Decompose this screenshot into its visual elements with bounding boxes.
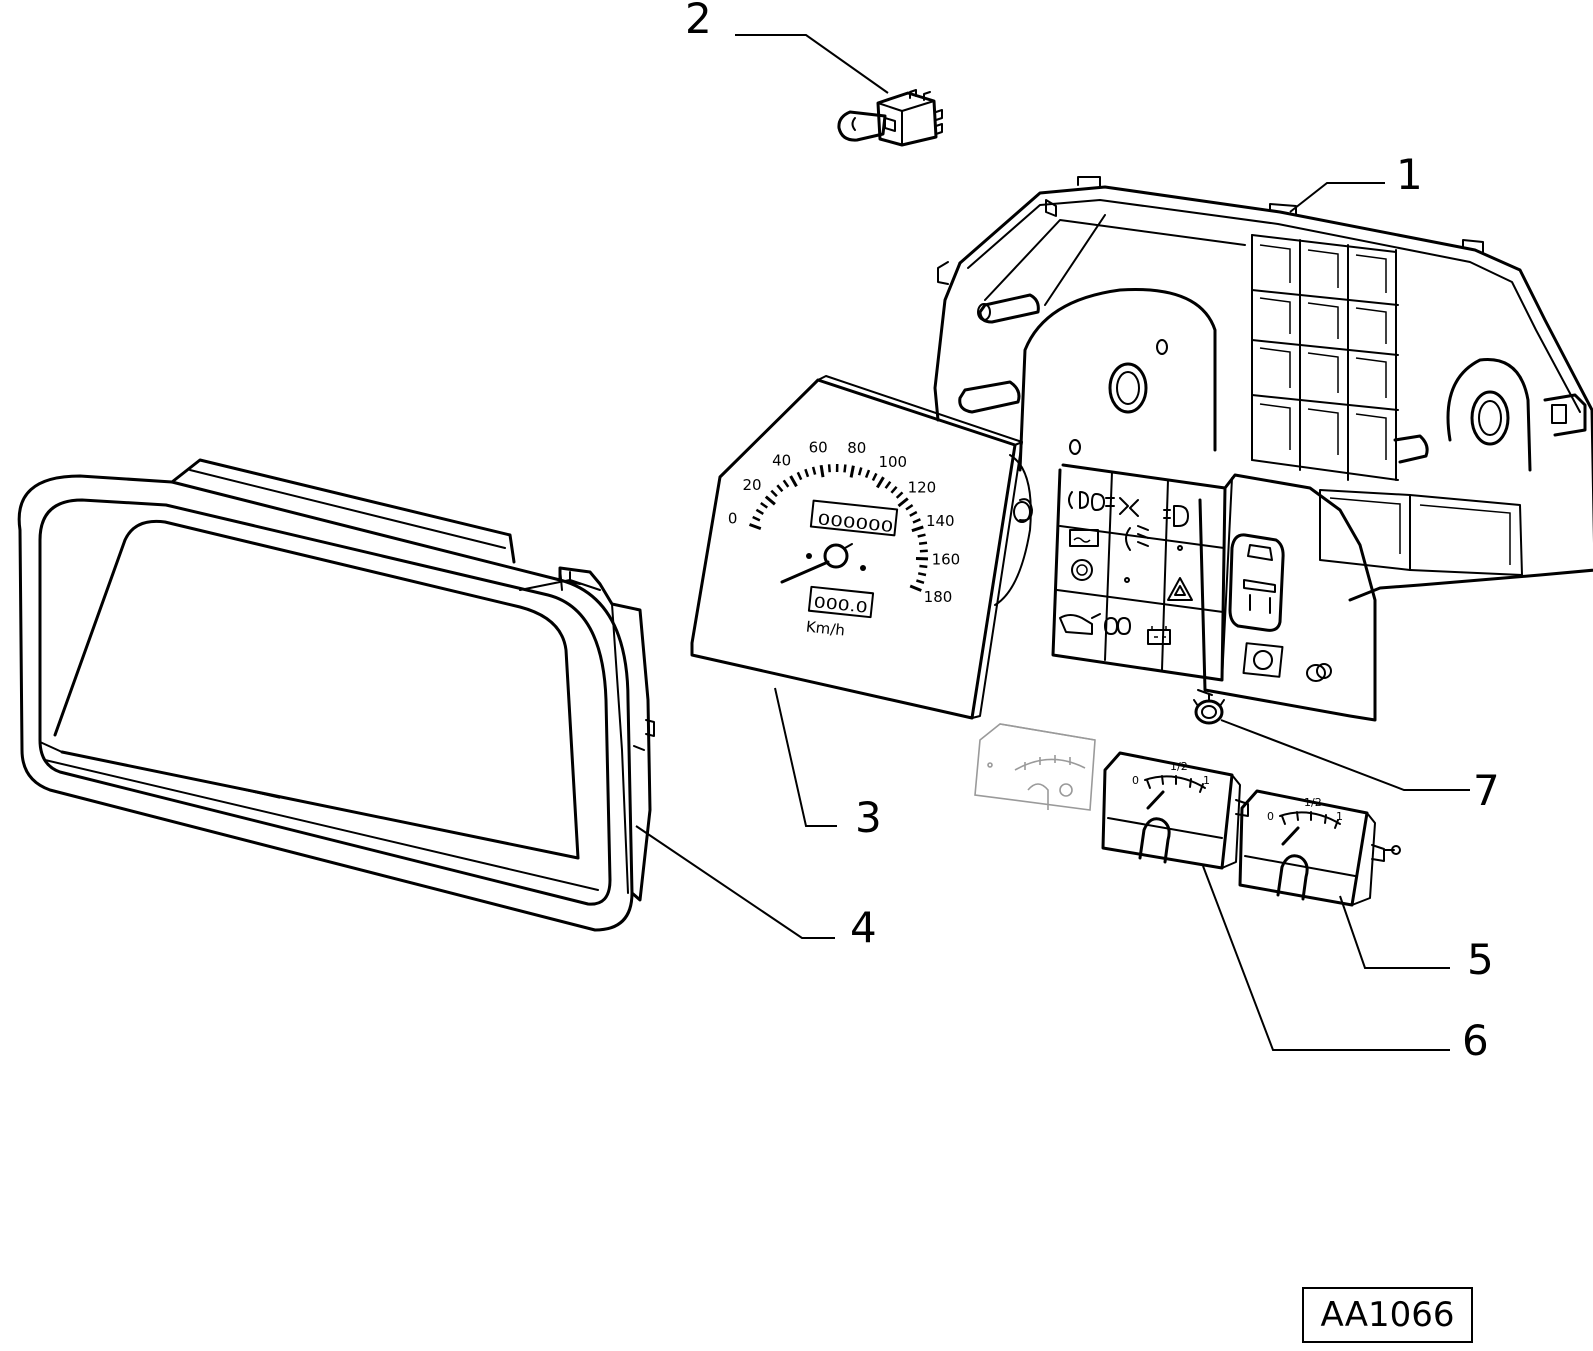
- warning-symbols: [1059, 491, 1193, 645]
- scale-tick: [819, 464, 825, 478]
- scale-tick: [827, 464, 831, 473]
- scale-tick: [782, 479, 790, 488]
- scale-label-20: 20: [742, 476, 761, 494]
- gauge-6-mid-label: 1/2: [1170, 760, 1188, 773]
- reference-code-box: AA1066: [1302, 1287, 1473, 1343]
- callout-7: 7: [1473, 766, 1500, 815]
- scale-label-0: 0: [728, 509, 738, 527]
- scale-label-160: 160: [932, 550, 961, 568]
- gauge-part-5: 0 1/2 1: [1238, 789, 1401, 907]
- scale-tick: [919, 549, 928, 553]
- callout-3: 3: [855, 793, 882, 842]
- gauge-ghost-outline: [974, 723, 1096, 811]
- right-indicator-panel: [1197, 473, 1377, 722]
- scale-tick: [849, 465, 855, 478]
- scale-tick: [897, 497, 909, 508]
- scale-tick: [919, 564, 928, 569]
- scale-label-180: 180: [924, 588, 953, 606]
- scale-tick: [748, 523, 762, 531]
- leader-lines: [635, 34, 1470, 1051]
- scale-tick: [918, 541, 928, 546]
- scale-tick: [909, 584, 922, 592]
- scale-tick: [804, 468, 810, 478]
- gauge-5-mid-label: 1/2: [1304, 796, 1322, 809]
- bulb-holder-part-2: [837, 89, 943, 147]
- scale-tick: [905, 504, 914, 511]
- odometer-display: 000000: [809, 499, 899, 537]
- scale-tick: [770, 489, 778, 498]
- scale-tick: [916, 579, 925, 584]
- scale-tick: [796, 471, 803, 481]
- scale-tick: [884, 480, 892, 489]
- housing-cell-grid: [1251, 234, 1399, 481]
- callout-1: 1: [1396, 150, 1423, 199]
- bezel-frame-part-4: [17, 458, 655, 932]
- scale-tick: [752, 515, 761, 522]
- trip-counter-display: 000.0: [807, 585, 875, 619]
- scale-label-80: 80: [847, 439, 866, 457]
- scale-tick: [895, 491, 904, 499]
- scale-tick: [871, 472, 878, 482]
- instrument-housing-part-1: [933, 176, 1593, 602]
- gauge-5-min-label: 0: [1267, 810, 1274, 823]
- scale-label-140: 140: [926, 512, 955, 530]
- callout-4: 4: [850, 903, 877, 952]
- scale-tick: [764, 495, 776, 506]
- gauge-5-max-label: 1: [1336, 810, 1343, 823]
- speed-unit-label: Km/h: [805, 618, 846, 640]
- trip-digits: 000.0: [813, 593, 869, 617]
- scale-tick: [760, 501, 769, 509]
- scale-label-100: 100: [878, 453, 907, 471]
- scale-label-60: 60: [809, 439, 828, 457]
- gauge-6-min-label: 0: [1132, 774, 1139, 787]
- gauge-6-max-label: 1: [1203, 774, 1210, 787]
- scale-tick: [776, 484, 784, 493]
- lamp-holder-part-7: [1193, 694, 1225, 725]
- warning-light-panel: [1051, 463, 1227, 682]
- scale-tick: [864, 469, 871, 479]
- scale-tick: [755, 508, 764, 515]
- scale-tick: [917, 533, 926, 538]
- scale-tick: [876, 476, 885, 489]
- scale-label-120: 120: [908, 478, 937, 496]
- odometer-digits: 000000: [817, 510, 894, 536]
- scale-label-40: 40: [772, 451, 791, 469]
- scale-tick: [909, 510, 918, 517]
- scale-tick: [911, 525, 924, 533]
- scale-tick: [843, 464, 847, 473]
- callout-2: 2: [685, 0, 712, 43]
- scale-tick: [912, 518, 921, 524]
- speedometer-scale-ticks: [748, 463, 929, 592]
- gauge-part-6: 0 1/2 1: [1101, 751, 1249, 870]
- callout-labels: 1 2 3 4 5 6 7: [685, 0, 1500, 1065]
- callout-5: 5: [1467, 935, 1494, 984]
- scale-tick: [857, 467, 863, 476]
- callout-6: 6: [1462, 1016, 1489, 1065]
- scale-tick: [917, 572, 927, 577]
- scale-tick: [890, 485, 898, 494]
- scale-tick: [811, 466, 817, 475]
- scale-tick: [789, 475, 798, 488]
